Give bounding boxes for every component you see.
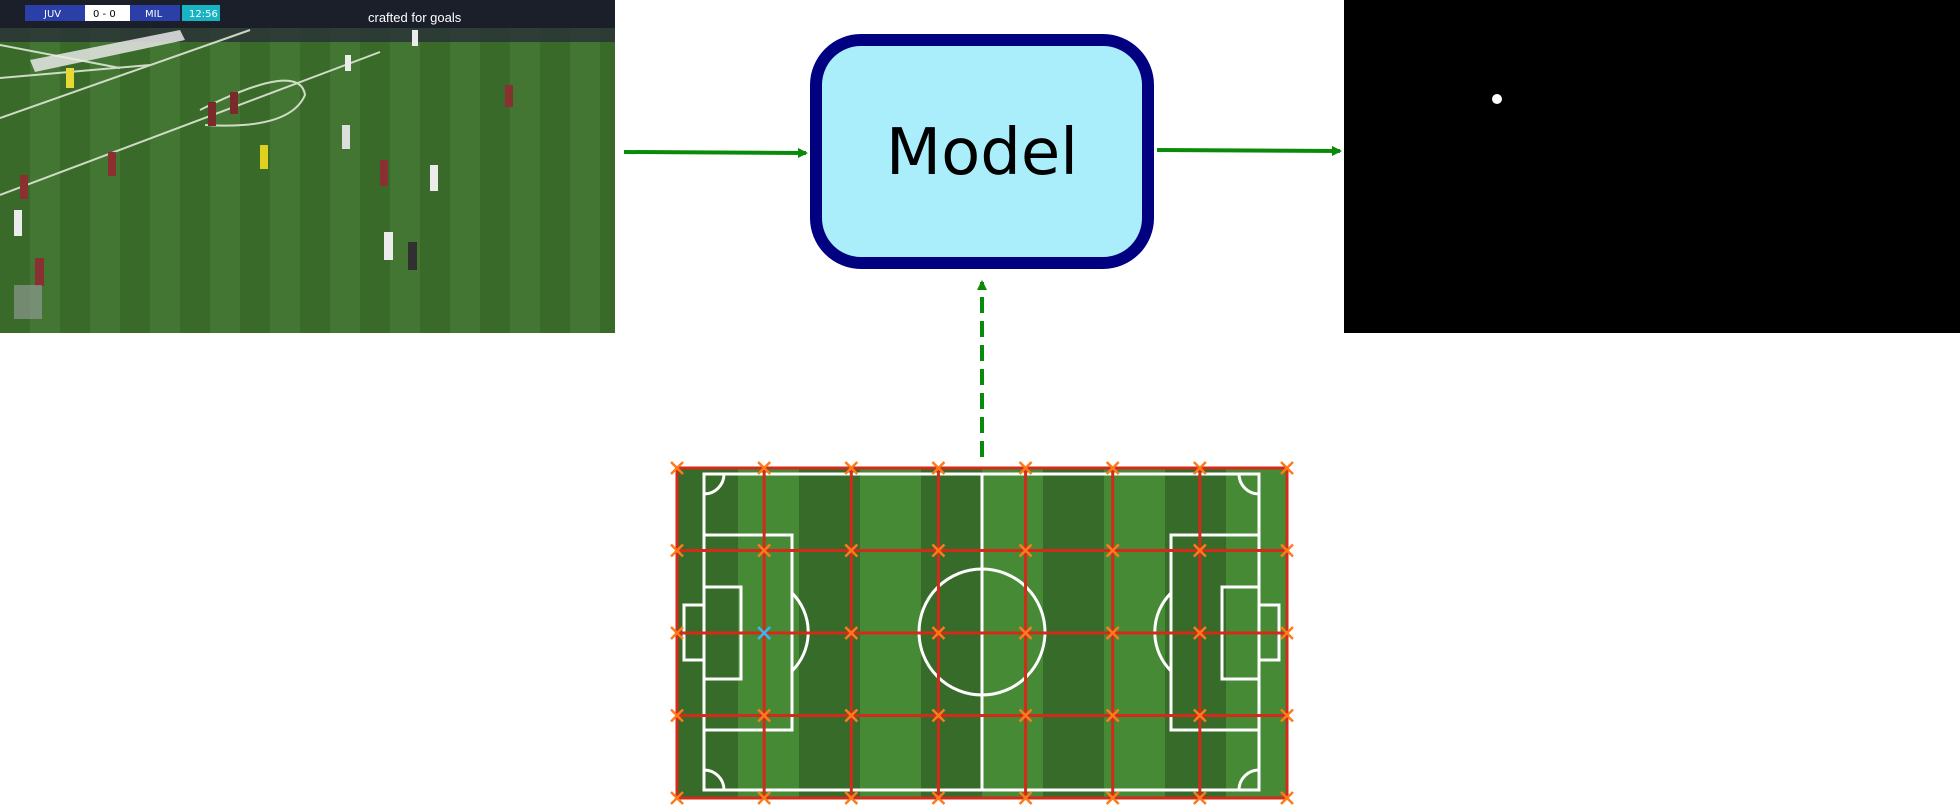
- grid-keypoint: [1280, 461, 1294, 475]
- grid-keypoint: [1105, 461, 1120, 475]
- grid-keypoint: [931, 461, 946, 475]
- grid-keypoint: [1018, 791, 1033, 805]
- grid-keypoint: [1192, 543, 1207, 558]
- arrow-input-to-model: [623, 147, 808, 158]
- grid-keypoint: [1105, 708, 1120, 723]
- grid-keypoint: [670, 708, 684, 723]
- grid-keypoint: [1018, 543, 1033, 558]
- grid-keypoint: [1192, 461, 1207, 475]
- grid-keypoint: [1105, 791, 1120, 805]
- grid-keypoint: [670, 543, 684, 558]
- grid-keypoint-highlighted: [757, 626, 772, 640]
- grid-keypoint: [1018, 708, 1033, 723]
- grid-keypoint: [931, 626, 946, 640]
- grid-keypoint: [844, 791, 859, 805]
- model-label: Model: [886, 116, 1078, 190]
- ad-banner: crafted for goals: [368, 10, 462, 25]
- grid-keypoint: [670, 791, 684, 805]
- score: 0 - 0: [93, 9, 116, 20]
- grid-keypoint: [670, 461, 684, 475]
- keypoint-grid: [670, 461, 1294, 805]
- grid-keypoint: [844, 708, 859, 723]
- ball-point: [1492, 94, 1502, 104]
- match-clock: 12:56: [189, 9, 218, 20]
- grid-keypoint: [1280, 543, 1294, 558]
- input-frame: JUV 0 - 0 MIL 12:56 crafted for goals: [0, 0, 615, 333]
- grid-keypoint: [1192, 708, 1207, 723]
- grid-keypoint: [1105, 543, 1120, 558]
- grid-keypoint: [844, 626, 859, 640]
- grid-keypoint: [1018, 626, 1033, 640]
- watermark-logo: [14, 285, 42, 319]
- grid-keypoint: [931, 543, 946, 558]
- grid-keypoint: [1192, 791, 1207, 805]
- grid-keypoint: [1280, 791, 1294, 805]
- scoreboard: JUV 0 - 0 MIL 12:56: [25, 5, 220, 21]
- away-team: MIL: [145, 9, 163, 20]
- grid-keypoint: [844, 543, 859, 558]
- grid-keypoint: [931, 791, 946, 805]
- grid-keypoint: [1105, 626, 1120, 640]
- grid-keypoint: [757, 708, 772, 723]
- arrow-model-to-output: [1156, 145, 1342, 156]
- grid-keypoint: [1280, 708, 1294, 723]
- grid-keypoint: [757, 543, 772, 558]
- grid-keypoint: [1192, 626, 1207, 640]
- model-node: Model: [810, 34, 1154, 269]
- pitch-template: [670, 461, 1294, 805]
- grid-keypoint: [670, 626, 684, 640]
- grid-keypoint: [757, 461, 772, 475]
- grid-keypoint: [1280, 626, 1294, 640]
- players: [14, 30, 513, 286]
- grid-keypoint: [757, 791, 772, 805]
- output-heatmap: [1344, 0, 1960, 333]
- grid-keypoint: [844, 461, 859, 475]
- grid-keypoint: [931, 708, 946, 723]
- grid-keypoint: [1018, 461, 1033, 475]
- home-team: JUV: [43, 9, 61, 20]
